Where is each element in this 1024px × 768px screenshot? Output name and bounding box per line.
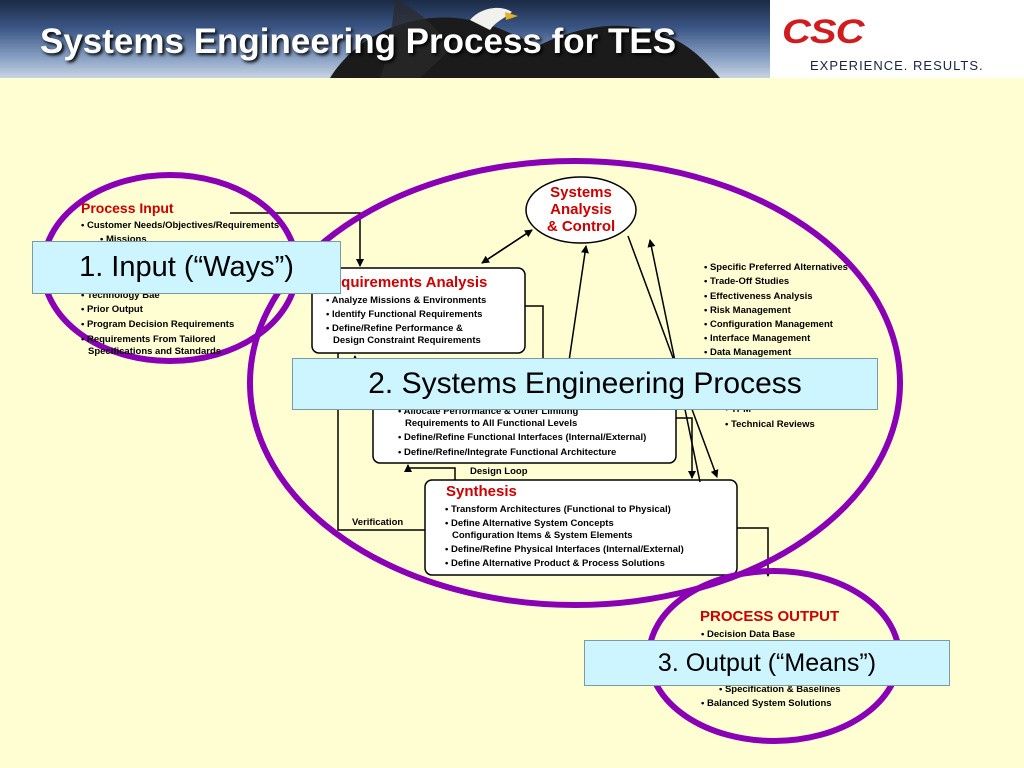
output-item: • Specification & Baselines	[719, 684, 841, 695]
process-input-item: Specifications and Standards	[88, 346, 222, 357]
systems-analysis-label: Systems Analysis & Control	[546, 184, 616, 235]
output-item: • Decision Data Base	[701, 629, 796, 640]
output-item: • Balanced System Solutions	[701, 698, 832, 709]
process-output-heading: PROCESS OUTPUT	[700, 608, 840, 625]
control-item: • Data Management	[704, 347, 792, 358]
functional-item: • Define/Refine Functional Interfaces (I…	[398, 432, 647, 443]
process-input-item: • Requirements From Tailored	[81, 334, 216, 345]
functional-item: • Allocate Performance & Other Limiting	[398, 406, 579, 417]
synthesis-item: • Transform Architectures (Functional to…	[445, 504, 671, 515]
functional-item: Requirements to All Functional Levels	[405, 418, 578, 429]
logo-tagline: EXPERIENCE. RESULTS.	[810, 58, 984, 73]
process-input-item: • Technology Bae	[81, 290, 160, 301]
csc-logo-mark: CSC	[782, 13, 864, 51]
functional-item: • Define/Refine/Integrate Functional Arc…	[398, 447, 617, 458]
control-item: • Technical Reviews	[725, 419, 815, 430]
logo: CSC EXPERIENCE. RESULTS.	[770, 0, 1024, 78]
control-item: • Effectiveness Analysis	[704, 291, 813, 302]
requirements-analysis-heading: Requirements Analysis	[322, 274, 488, 291]
page-title: Systems Engineering Process for TES	[40, 22, 677, 61]
input-callout: 1. Input (“Ways”)	[32, 241, 341, 294]
design-loop-label: Design Loop	[470, 466, 528, 477]
control-item: • Risk Management	[704, 305, 791, 316]
synthesis-item: • Define/Refine Physical Interfaces (Int…	[445, 544, 684, 555]
header-banner: Systems Engineering Process for TES	[0, 0, 770, 78]
requirements-item: • Define/Refine Performance &	[326, 323, 463, 334]
control-item: • Specific Preferred Alternatives	[704, 262, 848, 273]
process-input-item: • Customer Needs/Objectives/Requirements	[81, 220, 280, 231]
control-item: • Interface Management	[704, 333, 811, 344]
process-input-item: • Missions	[100, 234, 147, 245]
process-input-heading: Process Input	[81, 200, 174, 216]
requirements-item: Design Constraint Requirements	[333, 335, 481, 346]
requirements-item: • Analyze Missions & Environments	[326, 295, 487, 306]
synthesis-item: Configuration Items & System Elements	[452, 530, 633, 541]
process-highlight-ellipse	[247, 158, 903, 608]
control-item: • Trade-Off Studies	[704, 276, 790, 287]
control-item: • Configuration Management	[704, 319, 833, 330]
eagle-image	[330, 0, 720, 78]
synthesis-item: • Define Alternative System Concepts	[445, 518, 614, 529]
verification-label: Verification	[352, 517, 404, 528]
process-input-item: • Prior Output	[81, 304, 143, 315]
systems-analysis-node	[525, 176, 637, 244]
output-callout: 3. Output (“Means”)	[584, 640, 950, 686]
synthesis-item: • Define Alternative Product & Process S…	[445, 558, 665, 569]
requirements-analysis-box	[311, 267, 526, 354]
synthesis-heading: Synthesis	[446, 483, 517, 500]
process-callout: 2. Systems Engineering Process	[292, 358, 878, 410]
process-input-item: • Program Decision Requirements	[81, 319, 235, 330]
requirements-item: • Identify Functional Requirements	[326, 309, 483, 320]
